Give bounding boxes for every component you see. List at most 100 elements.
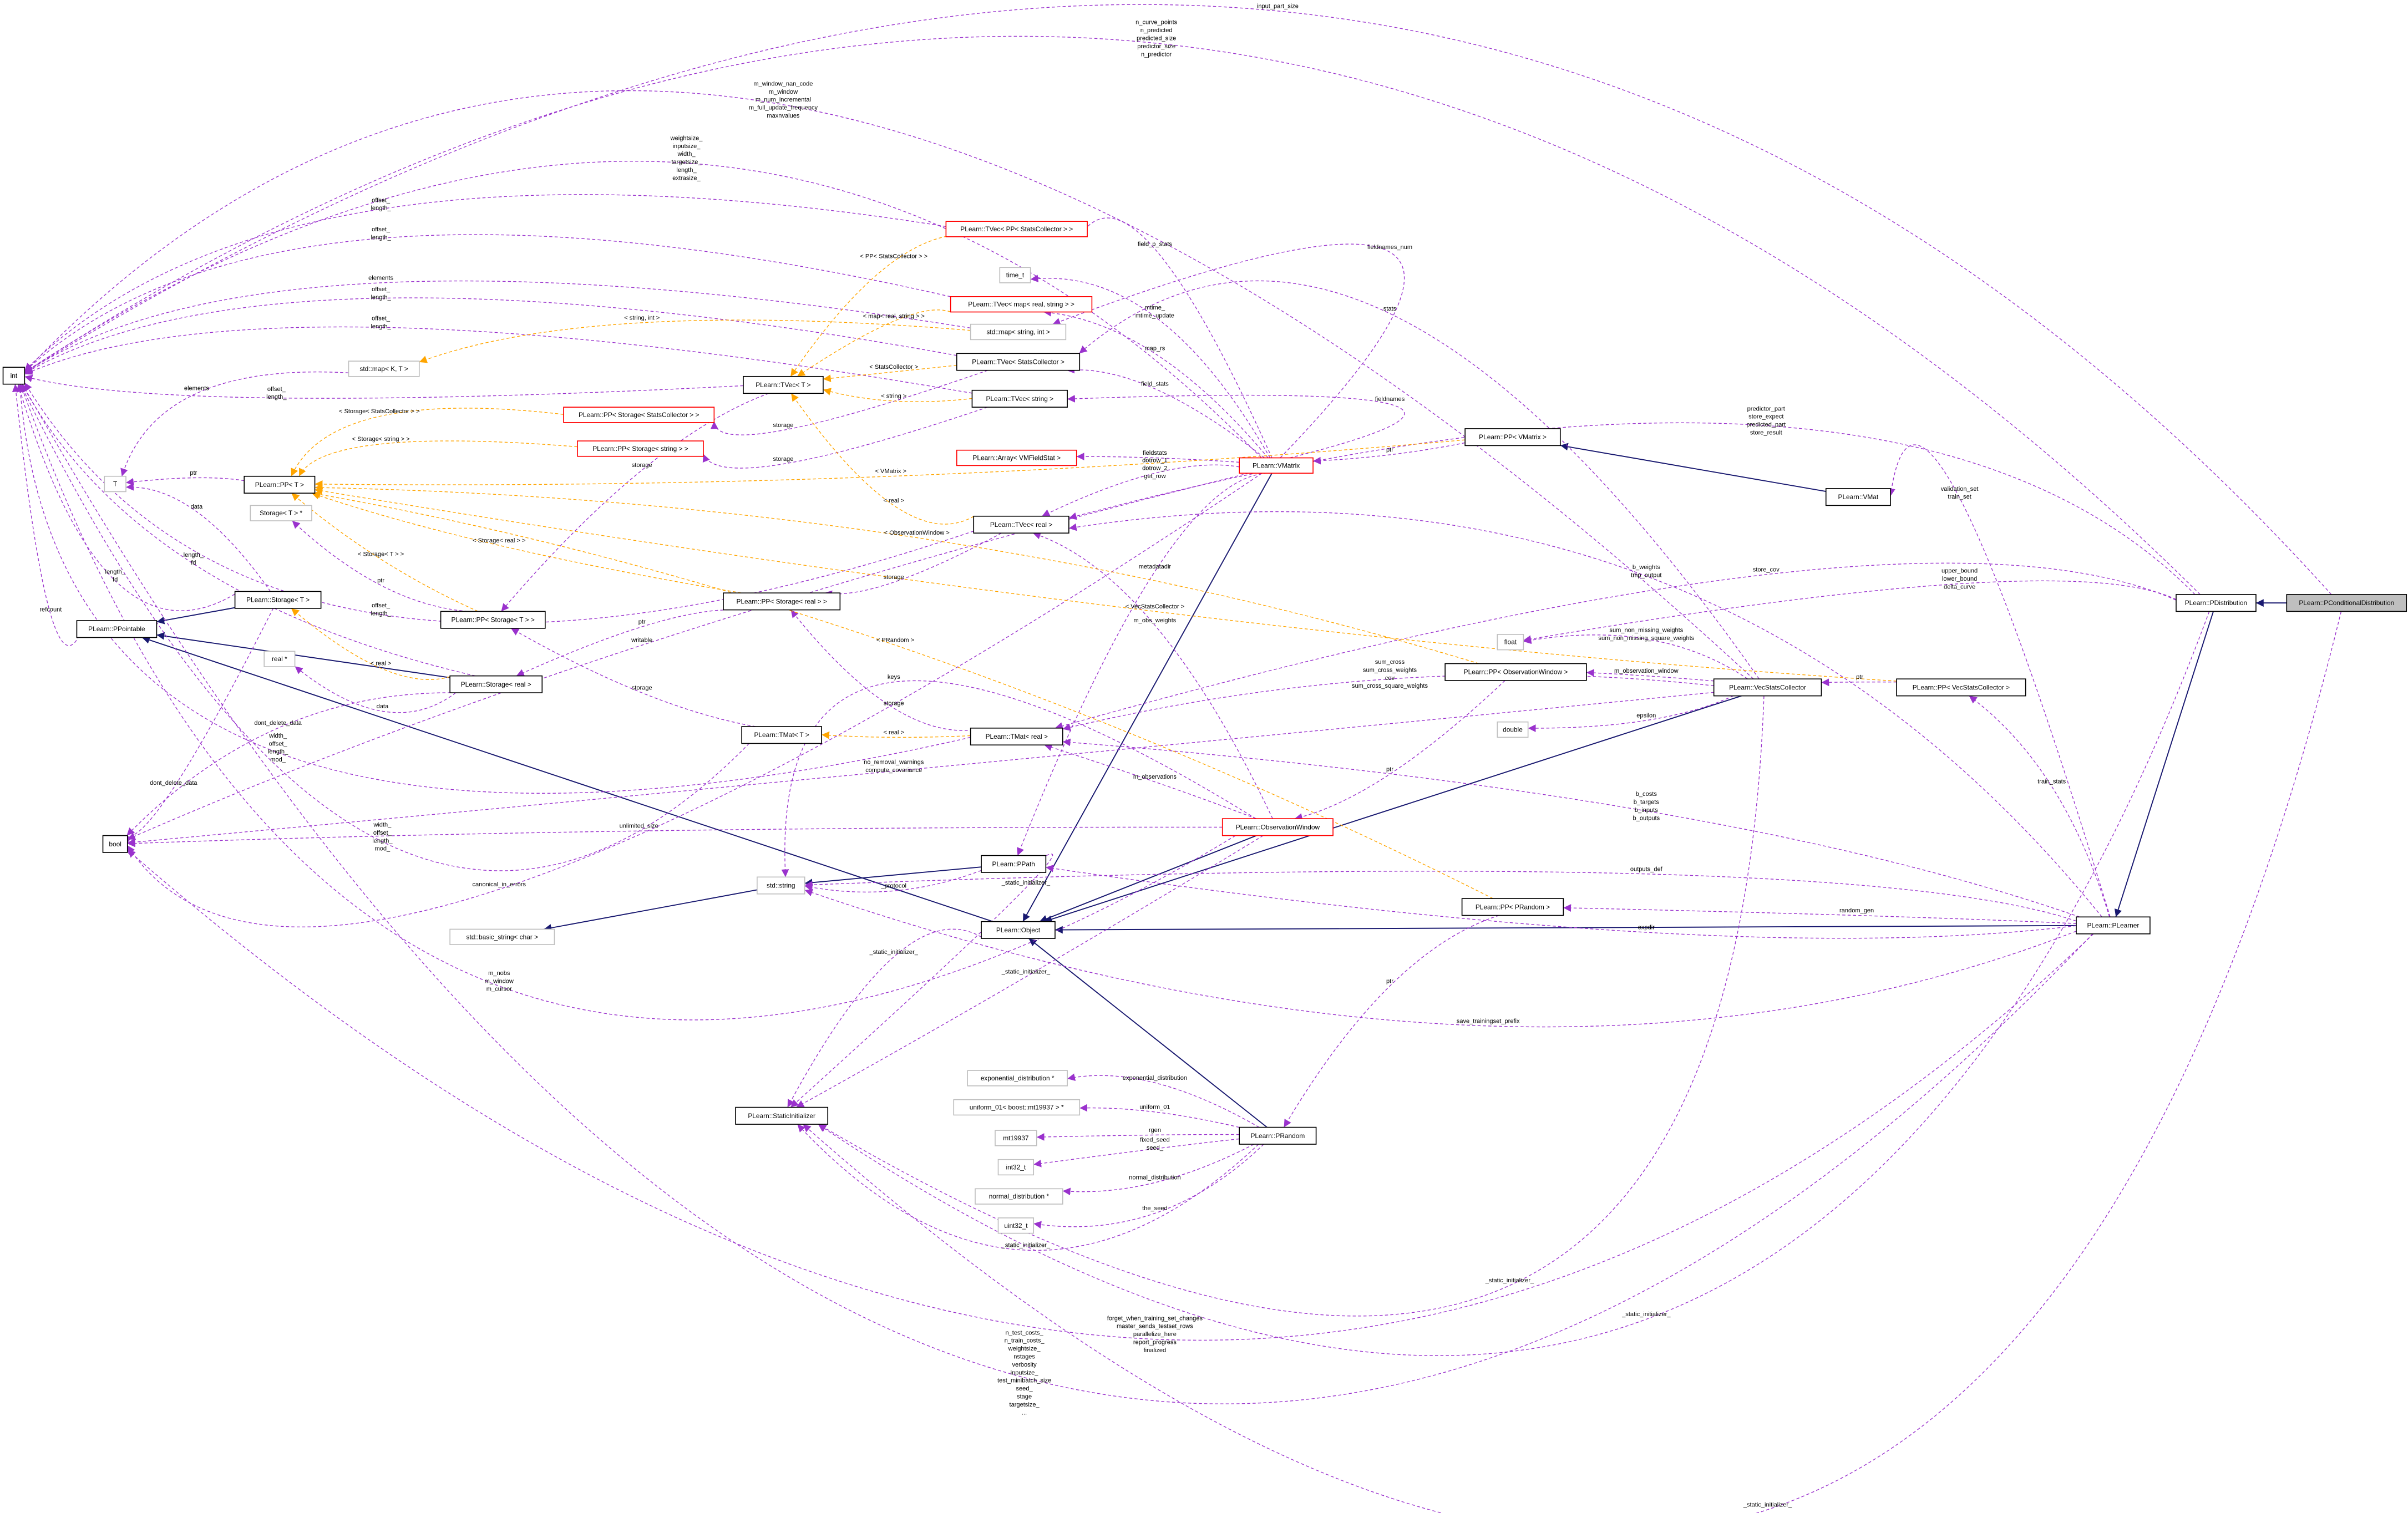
edge-label: _static_initializer_ [869, 949, 919, 956]
class-node-StorageTptr[interactable]: Storage< T > * [250, 505, 312, 521]
class-node-ObsWin[interactable]: PLearn::ObservationWindow [1221, 818, 1334, 836]
class-node-StaticInit[interactable]: PLearn::StaticInitializer [735, 1106, 829, 1125]
class-node-T[interactable]: T [104, 475, 126, 493]
edge-label-line: _static_initializer_ [1001, 1242, 1051, 1249]
class-node-realptr[interactable]: real * [263, 651, 296, 667]
edge-label-line: b_weights [1633, 564, 1660, 571]
edge-label: rgen [1149, 1127, 1161, 1134]
class-node-ArrayVMFS[interactable]: PLearn::Array< VMFieldStat > [956, 449, 1077, 466]
edge-label: fieldstats [1143, 450, 1167, 456]
class-node-PCondDist[interactable]: PLearn::PConditionalDistribution [2286, 594, 2407, 612]
class-node-StorageT[interactable]: PLearn::Storage< T > [234, 591, 322, 609]
class-node-PRandom[interactable]: PLearn::PRandom [1239, 1126, 1317, 1145]
edge-label: ptr [377, 577, 384, 584]
class-node-PPStorageString[interactable]: PLearn::PP< Storage< string > > [577, 440, 704, 457]
edge-label: offset_length_ [371, 602, 391, 617]
class-node-TVecString[interactable]: PLearn::TVec< string > [971, 389, 1068, 408]
class-node-normDist[interactable]: normal_distribution * [975, 1188, 1063, 1205]
edge-label-line: _static_initializer_ [869, 949, 919, 956]
class-node-int[interactable]: int [2, 367, 26, 385]
edge-label-line: < VecStatsCollector > [1126, 603, 1184, 610]
node-box [263, 651, 296, 667]
edge-label-line: weightsize_ [1008, 1346, 1041, 1352]
class-node-PPVecSC[interactable]: PLearn::PP< VecStatsCollector > [1896, 678, 2026, 697]
edge-label-line: mod_ [270, 756, 286, 763]
class-node-PPStorageT[interactable]: PLearn::PP< Storage< T > > [440, 611, 546, 629]
edge-label-line: storage [884, 574, 904, 581]
edge-label-line: length_ [105, 568, 125, 575]
usage-edge-PCondDist-to-StaticInit [803, 611, 2342, 1513]
usage-edge-PLearner-to-VMat [1888, 444, 2111, 917]
class-node-mt19937[interactable]: mt19937 [995, 1130, 1037, 1146]
edge-label: ptr [1386, 766, 1393, 773]
class-node-string[interactable]: std::string [757, 876, 805, 895]
class-node-PPT[interactable]: PLearn::PP< T > [244, 475, 316, 494]
inherit-edge-VecSC-to-Object [1044, 695, 1742, 923]
edge-label-line: m_window [769, 89, 798, 95]
template-edge-TVecReal-to-TVecT [790, 393, 974, 525]
class-node-PLearner[interactable]: PLearn::PLearner [2076, 916, 2151, 935]
node-box [449, 675, 543, 693]
node-box [244, 475, 316, 494]
edge-label-line: n_predictor [1141, 51, 1172, 58]
node-label: PLearn::PP< VMatrix > [1479, 433, 1547, 441]
class-node-TVecReal[interactable]: PLearn::TVec< real > [973, 515, 1069, 534]
inherit-edge-StorageT-to-PPointable [156, 607, 235, 625]
class-node-PPObsWin[interactable]: PLearn::PP< ObservationWindow > [1444, 663, 1587, 681]
class-node-PPVMatrix[interactable]: PLearn::PP< VMatrix > [1464, 428, 1561, 446]
class-node-PPStorageSC[interactable]: PLearn::PP< Storage< StatsCollector > > [563, 407, 715, 423]
class-node-int32[interactable]: int32_t [997, 1159, 1035, 1176]
class-node-mapStrInt[interactable]: std::map< string, int > [970, 323, 1067, 341]
edge-label-line: elements [184, 385, 209, 392]
edge-label: width_offset_length_mod_ [372, 822, 393, 852]
edge-label-line: validation_set [1941, 486, 1979, 493]
class-node-TMatT[interactable]: PLearn::TMat< T > [741, 726, 822, 744]
class-node-VMatrix[interactable]: PLearn::VMatrix [1239, 457, 1314, 474]
node-box [981, 855, 1047, 873]
node-box [945, 221, 1088, 237]
class-node-double[interactable]: double [1497, 721, 1529, 738]
class-node-uniform01[interactable]: uniform_01< boost::mt19937 > * [953, 1099, 1081, 1116]
usage-edge-TMatReal-to-PPStorageReal [790, 610, 984, 731]
class-node-mapKT[interactable]: std::map< K, T > [348, 361, 420, 377]
edge-label-line: train_stats [2037, 778, 2066, 785]
class-node-VMat[interactable]: PLearn::VMat [1825, 488, 1891, 506]
class-node-PPStorageReal[interactable]: PLearn::PP< Storage< real > > [723, 592, 841, 611]
class-node-PPPRandom[interactable]: PLearn::PP< PRandom > [1461, 898, 1564, 916]
class-node-TVecPPSC[interactable]: PLearn::TVec< PP< StatsCollector > > [945, 221, 1088, 237]
usage-edge-Object-to-StaticInit [787, 928, 982, 1108]
class-node-float[interactable]: float [1497, 634, 1524, 651]
node-label: PLearn::PP< T > [255, 481, 304, 489]
class-node-expDist[interactable]: exponential_distribution * [967, 1070, 1068, 1086]
class-node-VecSC[interactable]: PLearn::VecStatsCollector [1713, 678, 1822, 697]
edge-label: storage [773, 456, 793, 463]
class-node-StorageReal[interactable]: PLearn::Storage< real > [449, 675, 543, 693]
usage-edge-VecSC-to-TMatReal [1062, 674, 1714, 732]
class-node-PPointable[interactable]: PLearn::PPointable [76, 620, 158, 638]
edge-label: field_stats [1141, 380, 1169, 387]
class-node-time_t[interactable]: time_t [999, 267, 1031, 283]
node-label: std::basic_string< char > [467, 933, 539, 941]
class-node-uint32[interactable]: uint32_t [997, 1217, 1035, 1234]
class-node-PPath[interactable]: PLearn::PPath [981, 855, 1047, 873]
class-node-TVecSC[interactable]: PLearn::TVec< StatsCollector > [956, 353, 1081, 371]
class-node-TVecT[interactable]: PLearn::TVec< T > [743, 375, 824, 394]
class-node-basicString[interactable]: std::basic_string< char > [449, 928, 555, 945]
edge-label: elements [184, 385, 209, 392]
usage-edge-PPointable-to-int [12, 384, 86, 646]
edge-label: outputs_def [1630, 866, 1663, 872]
class-node-Object[interactable]: PLearn::Object [981, 921, 1056, 939]
class-node-bool[interactable]: bool [102, 835, 128, 853]
edge-label-line: ptr [377, 577, 384, 584]
edge-label-line: elements [368, 275, 393, 281]
edge-label-line: targetsize_ [671, 159, 702, 166]
usage-edge-VecSC-to-TVecSC [1079, 280, 1760, 679]
edge-label-line: predictor_part [1747, 405, 1785, 412]
node-box [970, 727, 1063, 746]
edge-label-line: field_stats [1141, 380, 1169, 387]
class-node-TVecMap[interactable]: PLearn::TVec< map< real, string > > [950, 296, 1093, 313]
class-node-PDistribution[interactable]: PLearn::PDistribution [2176, 594, 2257, 612]
usage-edge-PPT-to-T [125, 477, 245, 486]
edge-label: weightsize_inputsize_width_targetsize_le… [670, 135, 703, 181]
class-node-TMatReal[interactable]: PLearn::TMat< real > [970, 727, 1063, 746]
